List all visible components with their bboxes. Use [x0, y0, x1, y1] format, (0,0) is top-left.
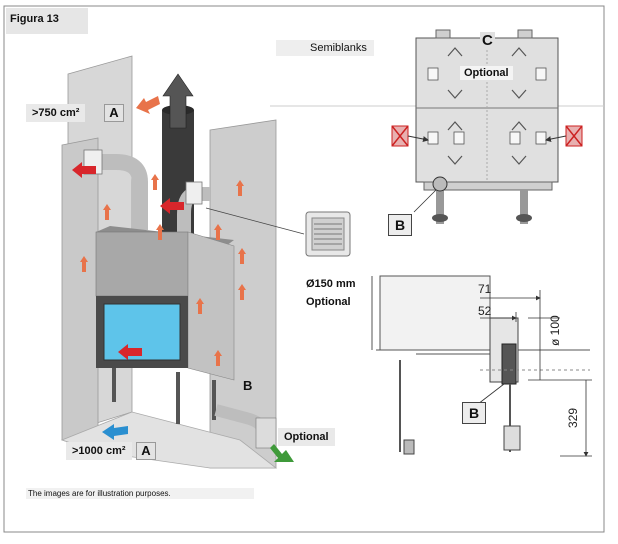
fireplace-enclosure-drawing [60, 55, 294, 469]
label-b-bottom-right: B [462, 402, 486, 424]
label-b-top-right: B [388, 214, 412, 236]
figure-title: Figura 13 [6, 8, 88, 34]
illustration-note: The images are for illustration purposes… [26, 488, 254, 499]
semiblanks-title: Semiblanks [276, 40, 374, 56]
dimension-lines [480, 290, 592, 457]
fan-callout-line [205, 207, 305, 235]
dimension-52: 52 [478, 304, 492, 318]
air-inlet-top-label: >750 cm² [26, 104, 86, 122]
grille-optional-label: Optional [278, 428, 335, 446]
air-inlet-bottom-label: >1000 cm² [66, 442, 132, 460]
fan-size-label: Ø150 mm [306, 278, 356, 290]
dimension-71: 71 [478, 282, 492, 296]
label-b-left: B [243, 378, 253, 393]
fan-icon [305, 211, 351, 257]
fan-optional-label: Optional [306, 296, 351, 308]
b-pointer-bottom [477, 383, 505, 405]
dimension-diameter-100: ø 100 [548, 315, 562, 346]
label-c: C [480, 32, 495, 49]
dimension-329: 329 [566, 407, 580, 428]
optional-label-top: Optional [460, 66, 513, 80]
outer-border [3, 5, 605, 533]
label-a-top: A [104, 104, 124, 122]
side-section-drawing [371, 275, 590, 455]
firebox-back-view [391, 29, 583, 224]
label-a-bottom: A [136, 442, 156, 460]
b-pointer-top [413, 189, 437, 213]
